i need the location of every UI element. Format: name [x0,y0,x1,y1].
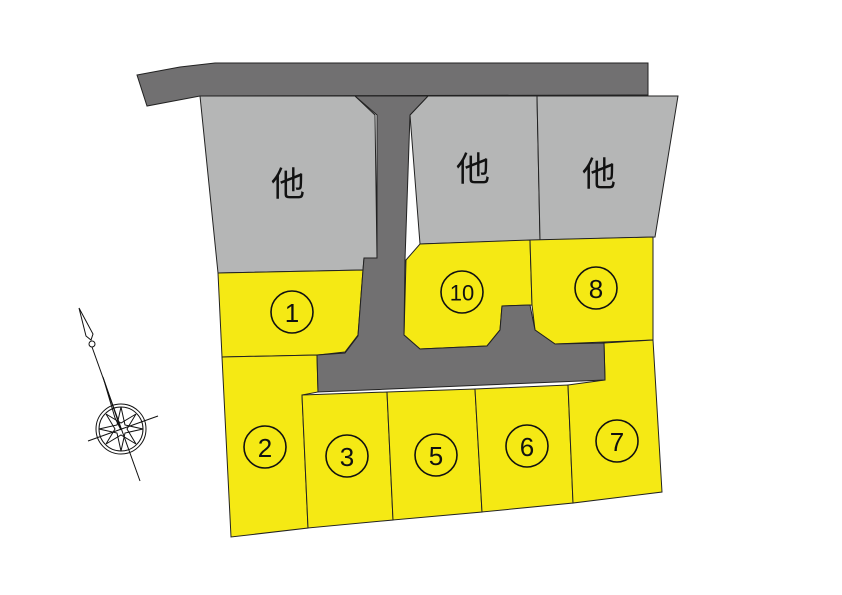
top-road [136,62,649,107]
internal-road [316,95,606,393]
svg-text:1: 1 [285,298,299,328]
other-lot-label: 他 [456,150,490,190]
lot-5-number: 5 [414,433,458,477]
lot-6-number: 6 [505,424,549,468]
svg-text:7: 7 [610,427,624,457]
lot-7-number: 7 [595,419,639,463]
svg-text:5: 5 [429,441,443,471]
lot-10-number: 10 [440,270,484,314]
svg-text:10: 10 [450,281,474,306]
other-lot-label: 他 [582,155,616,195]
other-lot-label: 他 [271,165,305,205]
svg-text:8: 8 [589,274,603,304]
other-lot-right [536,95,679,241]
lot-8-number: 8 [574,266,618,310]
lot-3-number: 3 [325,434,369,478]
north-arrow-compass-icon [78,307,159,482]
svg-text:3: 3 [340,442,354,472]
lot-2-number: 2 [243,425,287,469]
lot-1-number: 1 [270,290,314,334]
svg-text:6: 6 [520,432,534,462]
svg-text:2: 2 [258,433,272,463]
